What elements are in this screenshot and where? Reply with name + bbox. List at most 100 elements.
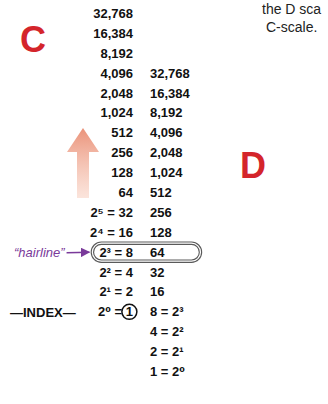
- ruled-line: [7, 143, 143, 144]
- scale-row: 32,768: [6, 4, 133, 24]
- page-text: C-scale.: [266, 19, 317, 35]
- slide-arrow: [67, 128, 99, 198]
- scale-number: 64: [150, 245, 164, 260]
- ruled-line: [7, 103, 143, 104]
- hairline-cursor: [92, 243, 200, 261]
- ruled-line: [145, 262, 281, 263]
- scale-number: 8,192: [100, 46, 133, 61]
- scale-strip: D 32,768 16,384 8,192 4,096 2,048 1,024 512 256 1…: [144, 55, 282, 404]
- ruled-line: [145, 222, 281, 223]
- label-slot: C-scale.: [266, 18, 317, 36]
- scale-number: 256: [150, 205, 172, 220]
- cursor-highlight: [92, 243, 200, 261]
- scale-row: 2¹ = 2: [6, 282, 133, 302]
- strip-shadow: [8, 2, 146, 342]
- hairline-label: “hairline”: [14, 243, 65, 263]
- ruled-line: [145, 362, 281, 363]
- ruled-line: [7, 4, 143, 5]
- scale-row: 128: [6, 163, 133, 183]
- scale-letter: D: [238, 148, 268, 184]
- ruled-line: [145, 83, 281, 84]
- ruled-line: [7, 282, 143, 283]
- scale-number: 2⁴ = 16: [90, 225, 133, 240]
- scale-row: 16: [150, 282, 270, 302]
- ruled-line: [145, 203, 281, 204]
- scale-row: 1,024: [6, 103, 133, 123]
- scale-row: 32,768: [150, 64, 270, 84]
- scale-number: 1,024: [100, 105, 133, 120]
- scale-number: 16: [150, 284, 164, 299]
- scale-number: 64: [119, 185, 133, 200]
- scale-row: 8,192: [150, 103, 270, 123]
- scale-number: 2,048: [100, 86, 133, 101]
- scale-row: 128: [150, 223, 270, 243]
- ruled-line: [7, 203, 143, 204]
- ruled-line: [7, 183, 143, 184]
- ruled-line: [7, 123, 143, 124]
- scale-strip: C32,76816,3848,1924,0962,0481,0245122561…: [6, 0, 144, 340]
- ruled-line: [7, 322, 143, 323]
- scale-number: 4,096: [100, 66, 133, 81]
- strip-paper: [144, 55, 282, 404]
- scale-number: 32: [150, 265, 164, 280]
- scale-number: 2¹ = 2: [99, 284, 133, 299]
- scale-number: 1 = 2⁰: [150, 364, 185, 379]
- ruled-line: [145, 322, 281, 323]
- scale-number: 8 = 2³: [150, 304, 184, 319]
- scale-row: 2⁵ = 32: [6, 203, 133, 223]
- scale-number: 2 = 2¹: [150, 344, 184, 359]
- scale-row: 16,384: [150, 84, 270, 104]
- scale-row: 2² = 4: [6, 263, 133, 283]
- ruled-line: [7, 262, 143, 263]
- ruled-line: [145, 123, 281, 124]
- ruled-line: [7, 83, 143, 84]
- scale-number: 4,096: [150, 125, 183, 140]
- scale-number: 32,768: [93, 6, 133, 21]
- ruled-line: [145, 63, 281, 64]
- scale-row: 2 = 2¹: [150, 342, 270, 362]
- scale-number: 2² = 4: [99, 265, 133, 280]
- scale-number: 8,192: [150, 105, 183, 120]
- ruled-line: [7, 222, 143, 223]
- scale-row: 256: [150, 203, 270, 223]
- letter-slot: D: [238, 148, 268, 184]
- scale-row: 32: [150, 263, 270, 283]
- ruled-line: [145, 302, 281, 303]
- ruled-line: [7, 242, 143, 243]
- scale-row: 4,096: [6, 64, 133, 84]
- ruled-line: [145, 103, 281, 104]
- letter-slot: C: [18, 22, 48, 58]
- scale-row: 8 = 2³: [150, 302, 270, 322]
- label-slot: “hairline”: [14, 243, 65, 263]
- scale-row: 1 = 2⁰: [150, 362, 270, 382]
- scale-row: 64: [6, 183, 133, 203]
- scale-number: 2³ = 8: [99, 245, 133, 260]
- scale-row: 512: [6, 123, 133, 143]
- scale-row: 512: [150, 183, 270, 203]
- label-slot: the D sca: [262, 0, 321, 18]
- ruled-line: [7, 163, 143, 164]
- scale-number: 16,384: [150, 86, 190, 101]
- slider-tab: [277, 198, 287, 262]
- scale-number: 256: [111, 145, 133, 160]
- scale-number: 2⁰ = 1: [98, 304, 133, 319]
- strip-paper: [6, 0, 144, 340]
- page-text: the D sca: [262, 1, 321, 17]
- lavender-blob: [0, 44, 328, 404]
- scale-number: 2⁵ = 32: [90, 205, 133, 220]
- ruled-line: [7, 63, 143, 64]
- scale-row: 64: [150, 243, 270, 263]
- scale-row: 2⁴ = 16: [6, 223, 133, 243]
- scale-number: 1,024: [150, 165, 183, 180]
- strip-shadow: [146, 57, 284, 404]
- scale-number: 4 = 2²: [150, 324, 184, 339]
- scale-row: 4 = 2²: [150, 322, 270, 342]
- hairline-pointer: [67, 251, 90, 253]
- scale-row: 256: [6, 143, 133, 163]
- scale-number: 2,048: [150, 145, 183, 160]
- scale-number: 32,768: [150, 66, 190, 81]
- ruled-line: [7, 302, 143, 303]
- scale-number: 128: [111, 165, 133, 180]
- scale-column: 32,768 16,384 8,192 4,096 2,048 1,024 512 256 12…: [150, 64, 270, 382]
